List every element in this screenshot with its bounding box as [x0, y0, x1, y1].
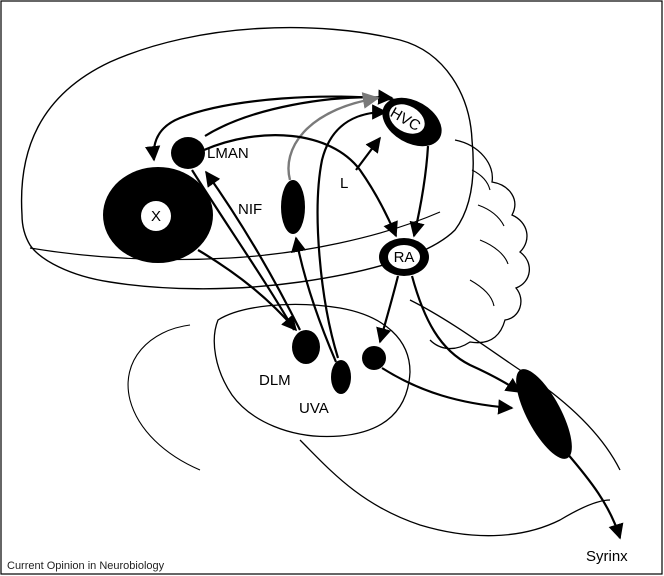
dlm-nucleus [292, 330, 320, 364]
field-l-label: L [340, 175, 348, 192]
pathway-hvc-to-ra [414, 146, 428, 236]
nif-label: NIF [238, 201, 262, 218]
midbrain-outline [410, 300, 620, 470]
area-x-label: X [151, 208, 161, 225]
cerebellum-fold-1 [472, 170, 490, 190]
nif-nucleus [281, 180, 305, 234]
pathway-lman-to-dlm [192, 170, 294, 330]
cerebellum-fold-2 [478, 205, 504, 226]
pathway-dm-to-nxiits [382, 368, 512, 408]
pathway-ra-to-nxiits [412, 276, 520, 392]
pathway-l-to-hvc [356, 138, 380, 170]
pathway-nif-to-hvc [288, 98, 378, 180]
syrinx-label: Syrinx [586, 548, 628, 565]
cerebellum-fold-4 [470, 280, 494, 306]
ra-label: RA [394, 249, 415, 266]
lman-label: LMAN [207, 145, 249, 162]
pathway-uva-to-hvc [318, 112, 386, 358]
uva-label: UVA [299, 400, 329, 417]
nxiits-nucleus [506, 362, 583, 466]
lman-nucleus [171, 137, 205, 169]
figure-caption: Current Opinion in Neurobiology [7, 560, 165, 572]
dm-nucleus [362, 346, 386, 370]
optic-outline [128, 325, 200, 470]
uva-nucleus [331, 360, 351, 394]
pathway-x-to-dlm [198, 250, 296, 330]
pathway-nxiits-to-syrinx [566, 452, 620, 538]
dlm-label: DLM [259, 372, 291, 389]
cerebellum-outline [430, 140, 529, 349]
cerebellum-fold-3 [480, 240, 508, 264]
pathway-ra-to-dm [380, 276, 398, 342]
